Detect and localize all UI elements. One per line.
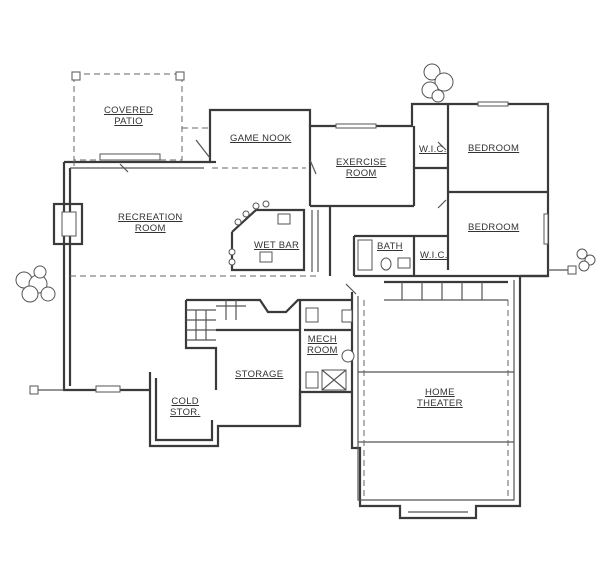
bath-text: BATH <box>377 241 403 252</box>
room-label-recreation-room: RECREATION ROOM <box>118 212 183 234</box>
mech-room-line-2: ROOM <box>307 345 338 356</box>
room-label-game-nook: GAME NOOK <box>230 133 291 144</box>
exercise-room-line-2: ROOM <box>345 168 377 179</box>
wet-bar-text: WET BAR <box>254 240 300 251</box>
room-label-wet-bar: WET BAR <box>254 240 299 251</box>
room-label-bath: BATH <box>377 241 403 252</box>
bath-fixtures <box>357 239 411 271</box>
wic-top-text: W.I.C. <box>419 144 447 155</box>
room-label-cold-stor: COLD STOR. <box>170 396 200 418</box>
doors <box>95 101 549 393</box>
bedroom-2-text: BEDROOM <box>468 222 520 233</box>
interior-walls <box>70 104 548 498</box>
storage-text: STORAGE <box>235 369 284 380</box>
room-label-exercise-room: EXERCISE ROOM <box>336 157 386 179</box>
mech-room-line-1: MECH <box>307 334 337 345</box>
tree-icon <box>15 265 56 303</box>
fireplace <box>52 202 84 246</box>
tree-icon <box>421 63 454 103</box>
room-label-wic-bottom: W.I.C. <box>420 250 448 261</box>
wic-bottom-text: W.I.C. <box>420 250 448 261</box>
recreation-room-line-1: RECREATION <box>118 212 183 223</box>
room-label-mech-room: MECH ROOM <box>307 334 338 356</box>
covered-patio-line-1: COVERED <box>104 105 154 116</box>
room-label-storage: STORAGE <box>235 369 283 380</box>
game-nook-text: GAME NOOK <box>230 133 292 144</box>
cold-stor-line-1: COLD <box>171 396 199 407</box>
tree-icon <box>576 248 596 272</box>
recreation-room-line-2: ROOM <box>134 223 166 234</box>
room-label-covered-patio: COVERED PATIO <box>104 105 153 127</box>
room-label-bedroom-1: BEDROOM <box>468 143 519 154</box>
covered-patio-line-2: PATIO <box>114 116 143 127</box>
home-theater-line-1: HOME <box>425 387 455 398</box>
room-label-home-theater: HOME THEATER <box>417 387 463 409</box>
exercise-room-line-1: EXERCISE <box>336 157 387 168</box>
cold-stor-line-2: STOR. <box>170 407 201 418</box>
room-label-bedroom-2: BEDROOM <box>468 222 519 233</box>
wet-bar <box>228 200 319 272</box>
exterior-walls <box>29 102 577 520</box>
covered-patio <box>71 71 210 161</box>
room-label-wic-top: W.I.C. <box>419 144 447 155</box>
home-theater-line-2: THEATER <box>417 398 463 409</box>
bedroom-1-text: BEDROOM <box>468 143 520 154</box>
